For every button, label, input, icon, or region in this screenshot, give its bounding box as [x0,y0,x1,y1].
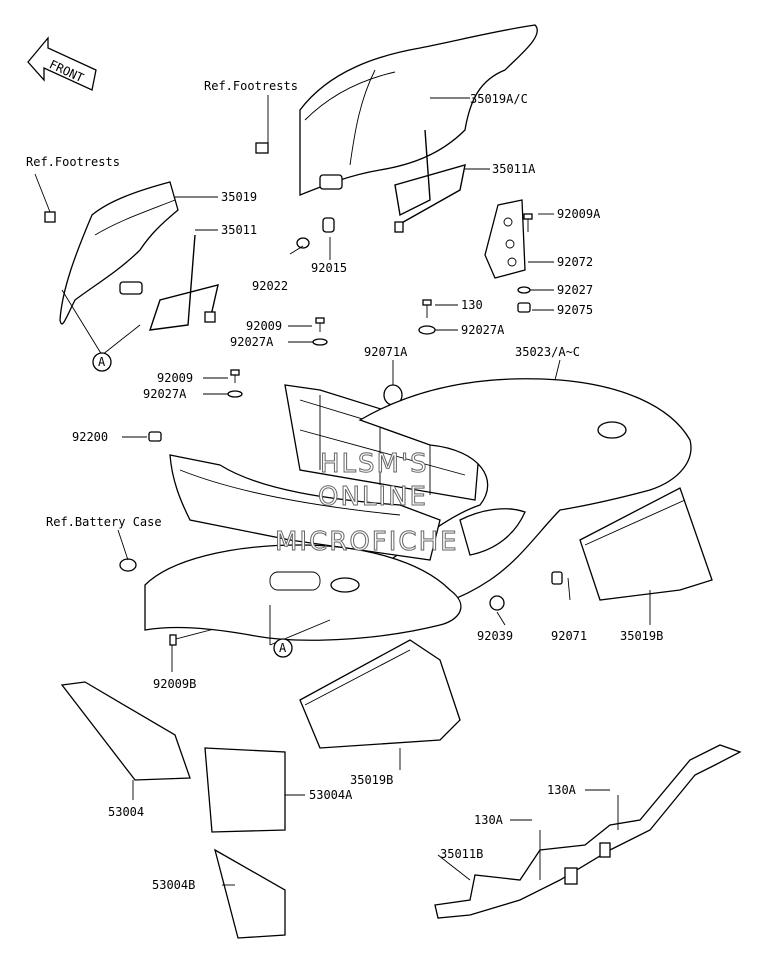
label-92009a: 92009A [557,207,601,221]
label-35019: 35019 [221,190,257,204]
bracket-35011a [319,129,466,233]
label-92009-2: 92009 [157,371,193,385]
callout-a-2: A [273,638,293,658]
label-53004a: 53004A [309,788,353,802]
part-labels: Ref.Footrests 35019A/C 35011A Ref.Footre… [26,79,663,892]
label-92039: 92039 [477,629,513,643]
label-92200: 92200 [72,430,108,444]
step-bar-35011b [434,744,742,919]
label-92022: 92022 [252,279,288,293]
left-side-panel [169,454,441,561]
callout-a-label-1: A [98,355,106,369]
label-35019b-right: 35019B [620,629,663,643]
front-fender-assembly [144,544,462,641]
label-92009-1: 92009 [246,319,282,333]
label-92071a: 92071A [364,345,408,359]
watermark-line-1: HLSM'S [320,449,429,479]
hardware [44,142,563,646]
label-130: 130 [461,298,483,312]
label-35019b-bottom: 35019B [350,773,393,787]
fender-35019ac [299,24,538,196]
label-ref-battery-case: Ref.Battery Case [46,515,162,529]
front-arrow-icon: FRONT [27,36,97,91]
label-53004: 53004 [108,805,144,819]
label-92072: 92072 [557,255,593,269]
label-130a-2: 130A [474,813,504,827]
label-ref-footrests-2: Ref.Footrests [26,155,120,169]
label-92027a-1: 92027A [230,335,274,349]
bracket-35011 [119,234,219,331]
leader-lines [34,95,651,886]
label-92027a-2: 92027A [143,387,187,401]
rear-carrier [284,384,481,501]
watermark-line-2: ONLINE [318,482,428,512]
label-35011a: 35011A [492,162,536,176]
watermark: HLSM'S ONLINE MICROFICHE [275,449,459,558]
plate-92072 [484,199,526,279]
label-92015: 92015 [311,261,347,275]
label-92027: 92027 [557,283,593,297]
label-92009b: 92009B [153,677,196,691]
mudflap-35019b-bottom [299,639,461,749]
label-35019ac: 35019A/C [470,92,528,106]
label-130a-1: 130A [547,783,577,797]
callout-a-1: A [92,352,112,372]
mudflap-35019b-right [579,487,713,601]
label-35011: 35011 [221,223,257,237]
label-35011b: 35011B [440,847,483,861]
label-92027a-right: 92027A [461,323,505,337]
rear-body-35023 [358,378,692,611]
watermark-line-3: MICROFICHE [275,527,459,557]
label-53004b: 53004B [152,878,195,892]
callout-a-label-2: A [279,641,287,655]
label-92071: 92071 [551,629,587,643]
label-ref-footrests-1: Ref.Footrests [204,79,298,93]
label-35023: 35023/A~C [515,345,580,359]
fender-35019 [59,181,179,325]
label-92075: 92075 [557,303,593,317]
decals [60,681,286,939]
